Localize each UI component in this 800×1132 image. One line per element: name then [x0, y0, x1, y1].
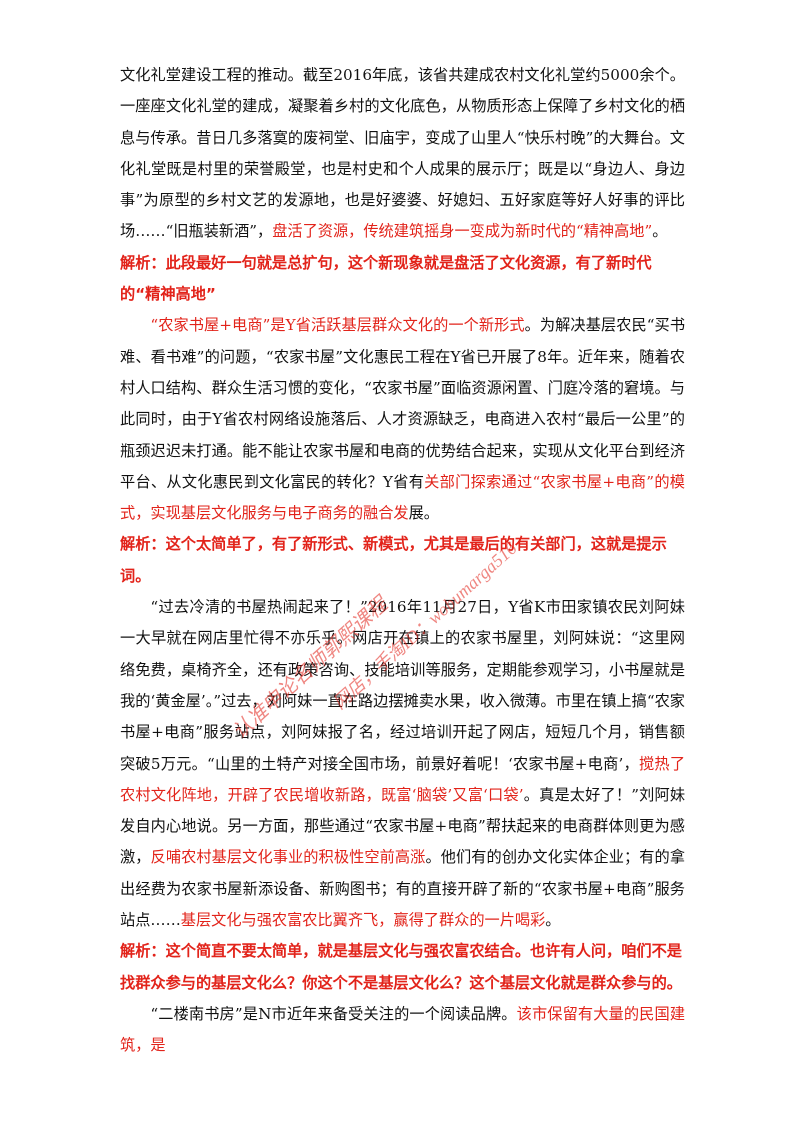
paragraph-1-end: 。 [652, 222, 668, 241]
paragraph-1-highlight: 盘活了资源，传统建筑摇身一变成为新时代的“精神高地” [272, 222, 653, 241]
paragraph-4: “二楼南书房”是N市近年来备受关注的一个阅读品牌。该市保留有大量的民国建筑，是 [120, 999, 685, 1062]
document-body: 文化礼堂建设工程的推动。截至2016年底，该省共建成农村文化礼堂约5000余个。… [120, 60, 685, 1062]
paragraph-2: “农家书屋+电商”是Y省活跃基层群众文化的一个新形式。为解决基层农民“买书难、看… [120, 310, 685, 529]
paragraph-4-highlight: 该市保留有大量的民国建筑，是 [120, 1004, 686, 1055]
analysis-note-3: 解析：这个简直不要太简单，就是基层文化与强农富农结合。也许有人问，咱们不是找群众… [120, 942, 682, 992]
analysis-note-1: 解析：此段最好一句就是总扩句，这个新现象就是盘活了文化资源，有了新时代的“精神高… [120, 253, 652, 304]
analysis-note-2: 解析：这个太简单了，有了新形式、新模式，尤其是最后的有关部门，这就是提示词。 [120, 535, 667, 585]
paragraph-3-text-c: 。他们有的创办文化实体企业；有的拿出经费为农家书屋新添设备、新购图书；有的直接开… [120, 848, 686, 930]
paragraph-3-text-a: “过去冷清的书屋热闹起来了！”2016年11月27日，Y省K市田家镇农民刘阿妹一… [120, 598, 685, 773]
paragraph-3-highlight-3: 基层文化与强农富农比翼齐飞，赢得了群众的一片喝彩 [180, 911, 546, 930]
paragraph-2-text: 。为解决基层农民“买书难、看书难”的问题，“农家书屋”文化惠民工程在Y省已开展了… [120, 316, 686, 491]
paragraph-2-highlight-2: 关部门探索通过“农家书屋+电商”的模式，实现基层文化服务与电子商务的融合发 [120, 472, 685, 523]
paragraph-3-end: 。 [545, 911, 561, 930]
paragraph-2-end: 展。 [408, 504, 439, 523]
paragraph-1: 文化礼堂建设工程的推动。截至2016年底，该省共建成农村文化礼堂约5000余个。… [120, 60, 685, 248]
paragraph-2-highlight-1: “农家书屋+电商”是Y省活跃基层群众文化的一个新形式 [150, 316, 525, 335]
paragraph-1-text: 文化礼堂建设工程的推动。截至2016年底，该省共建成农村文化礼堂约5000余个。… [120, 66, 685, 241]
paragraph-3-text-b: 。真是太好了！”刘阿妹发自内心地说。另一方面，那些通过“农家书屋+电商”帮扶起来… [120, 785, 686, 867]
paragraph-3: “过去冷清的书屋热闹起来了！”2016年11月27日，Y省K市田家镇农民刘阿妹一… [120, 592, 685, 936]
paragraph-4-text: “二楼南书房”是N市近年来备受关注的一个阅读品牌。 [150, 1004, 517, 1023]
paragraph-3-highlight-2: 反哺农村基层文化事业的积极性空前高涨 [150, 848, 426, 867]
paragraph-3-highlight-1: 搅热了农村文化阵地，开辟了农民增收新路，既富‘脑袋’又富‘口袋’ [120, 754, 686, 804]
